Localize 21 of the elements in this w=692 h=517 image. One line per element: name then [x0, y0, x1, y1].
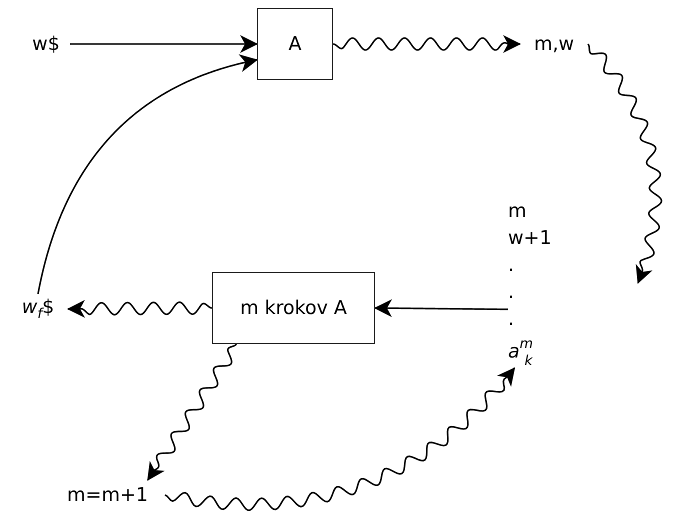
box-label: A: [288, 32, 302, 56]
process-box: [257, 8, 333, 80]
wavy-arrow: [147, 343, 237, 481]
math-label: .: [508, 307, 514, 332]
math-label: m: [508, 199, 527, 224]
math-label: m,w: [534, 32, 574, 56]
process-box: [212, 272, 375, 344]
box-label: m krokov A: [240, 296, 347, 320]
arrow: [374, 299, 508, 318]
wavy-arrow: [164, 367, 516, 511]
math-label: w$_{f}$$: [22, 296, 54, 322]
math-label: w+1: [508, 226, 552, 251]
arrow: [37, 54, 258, 294]
math-label: .: [508, 280, 514, 305]
wavy-arrow: [587, 44, 662, 284]
wavy-arrow: [67, 300, 212, 318]
math-label: .: [508, 253, 514, 278]
math-label: m=m+1: [67, 484, 148, 506]
math-label: w$: [32, 32, 60, 56]
wavy-arrow: [332, 35, 521, 53]
arrow: [70, 35, 258, 53]
